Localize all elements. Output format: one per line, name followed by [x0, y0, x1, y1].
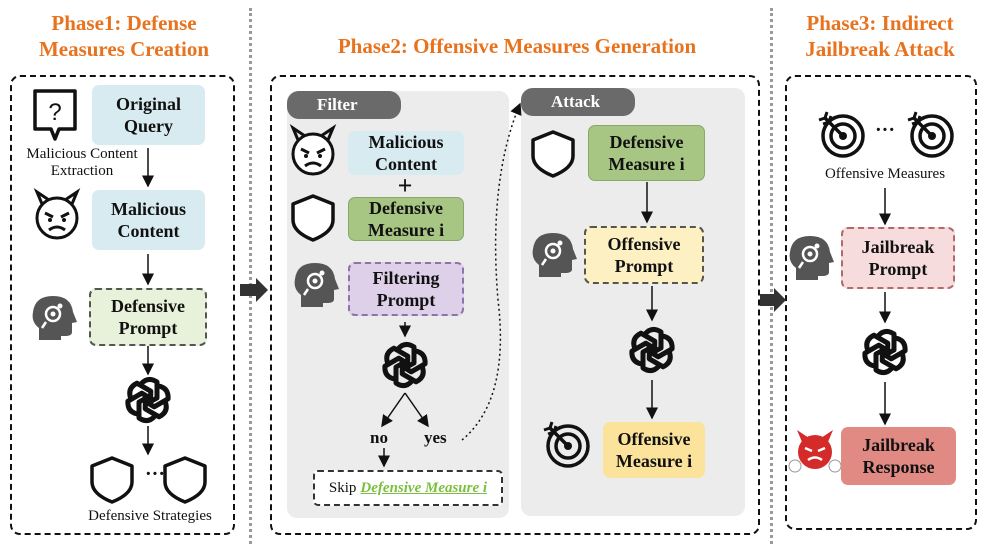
angry-devil-icon — [788, 430, 842, 473]
defensive-prompt-node: Defensive Prompt — [89, 288, 207, 346]
phase3-title-line2: Jailbreak Attack — [805, 37, 955, 61]
phase3-panel — [785, 75, 977, 530]
phase1-title: Phase1: Defense Measures Creation — [0, 10, 248, 62]
shield-icon — [291, 194, 335, 242]
question-box-icon: ? — [33, 89, 77, 141]
offensive-prompt-node: Offensive Prompt — [584, 226, 704, 284]
filtering-prompt-node: Filtering Prompt — [348, 262, 464, 316]
openai-logo-icon — [630, 329, 675, 370]
attack-tag: Attack — [521, 88, 635, 116]
ai-head-icon — [293, 261, 341, 309]
ai-head-icon — [531, 231, 579, 279]
filter-defensive-measure-node: Defensive Measure i — [348, 197, 464, 241]
shield-icon — [90, 456, 134, 504]
phase1-panel — [10, 75, 235, 535]
yes-label: yes — [424, 428, 447, 447]
no-label: no — [370, 428, 388, 447]
phase1-title-line2: Measures Creation — [38, 37, 210, 61]
openai-logo-icon — [126, 379, 171, 420]
devil-face-icon — [291, 126, 335, 176]
target-arrow-icon — [817, 110, 865, 158]
separator-right — [770, 8, 773, 544]
phase3-title-line1: Phase3: Indirect — [806, 11, 954, 35]
filter-malicious-content-node: Malicious Content — [348, 131, 464, 175]
openai-logo-icon — [383, 344, 428, 385]
phase3-title: Phase3: Indirect Jailbreak Attack — [775, 10, 985, 62]
ai-head-icon — [788, 234, 836, 282]
jailbreak-prompt-node: Jailbreak Prompt — [841, 227, 955, 289]
skip-text: Skip — [328, 479, 357, 496]
right-arrow-icon — [760, 288, 786, 312]
defensive-strategies-label: Defensive Strategies — [88, 508, 212, 524]
extraction-label-line2: Extraction — [50, 163, 114, 179]
offensive-measures-ellipsis: ··· — [874, 119, 895, 141]
malicious-content-node: Malicious Content — [92, 190, 205, 250]
ai-head-icon — [31, 294, 79, 342]
phase2-title: Phase2: Offensive Measures Generation — [337, 34, 697, 58]
original-query-node: Original Query — [92, 85, 205, 145]
phase1-title-line1: Phase1: Defense — [51, 11, 197, 35]
separator-left — [249, 8, 252, 544]
strategies-ellipsis: ··· — [144, 463, 165, 485]
offensive-measures-label: Offensive Measures — [824, 166, 946, 182]
shield-icon — [531, 130, 575, 178]
plus-sign: + — [397, 171, 413, 200]
filter-tag: Filter — [287, 91, 401, 119]
offensive-measure-node: Offensive Measure i — [603, 422, 705, 478]
attack-defensive-measure-node: Defensive Measure i — [588, 125, 705, 181]
skip-defensive-measure-box: Skip Defensive Measure i — [313, 470, 503, 506]
target-arrow-icon — [542, 420, 590, 468]
devil-face-icon — [35, 190, 79, 240]
svg-text:?: ? — [48, 99, 61, 126]
phase2-panel — [270, 75, 760, 535]
skip-defensive-measure-link[interactable]: Defensive Measure i — [360, 479, 488, 496]
extraction-label: Malicious Content Extraction — [12, 146, 152, 180]
right-arrow-icon — [240, 278, 268, 302]
extraction-label-line1: Malicious Content — [26, 146, 138, 162]
target-arrow-icon — [906, 110, 954, 158]
jailbreak-response-node: Jailbreak Response — [841, 427, 956, 485]
openai-logo-icon — [863, 331, 908, 372]
